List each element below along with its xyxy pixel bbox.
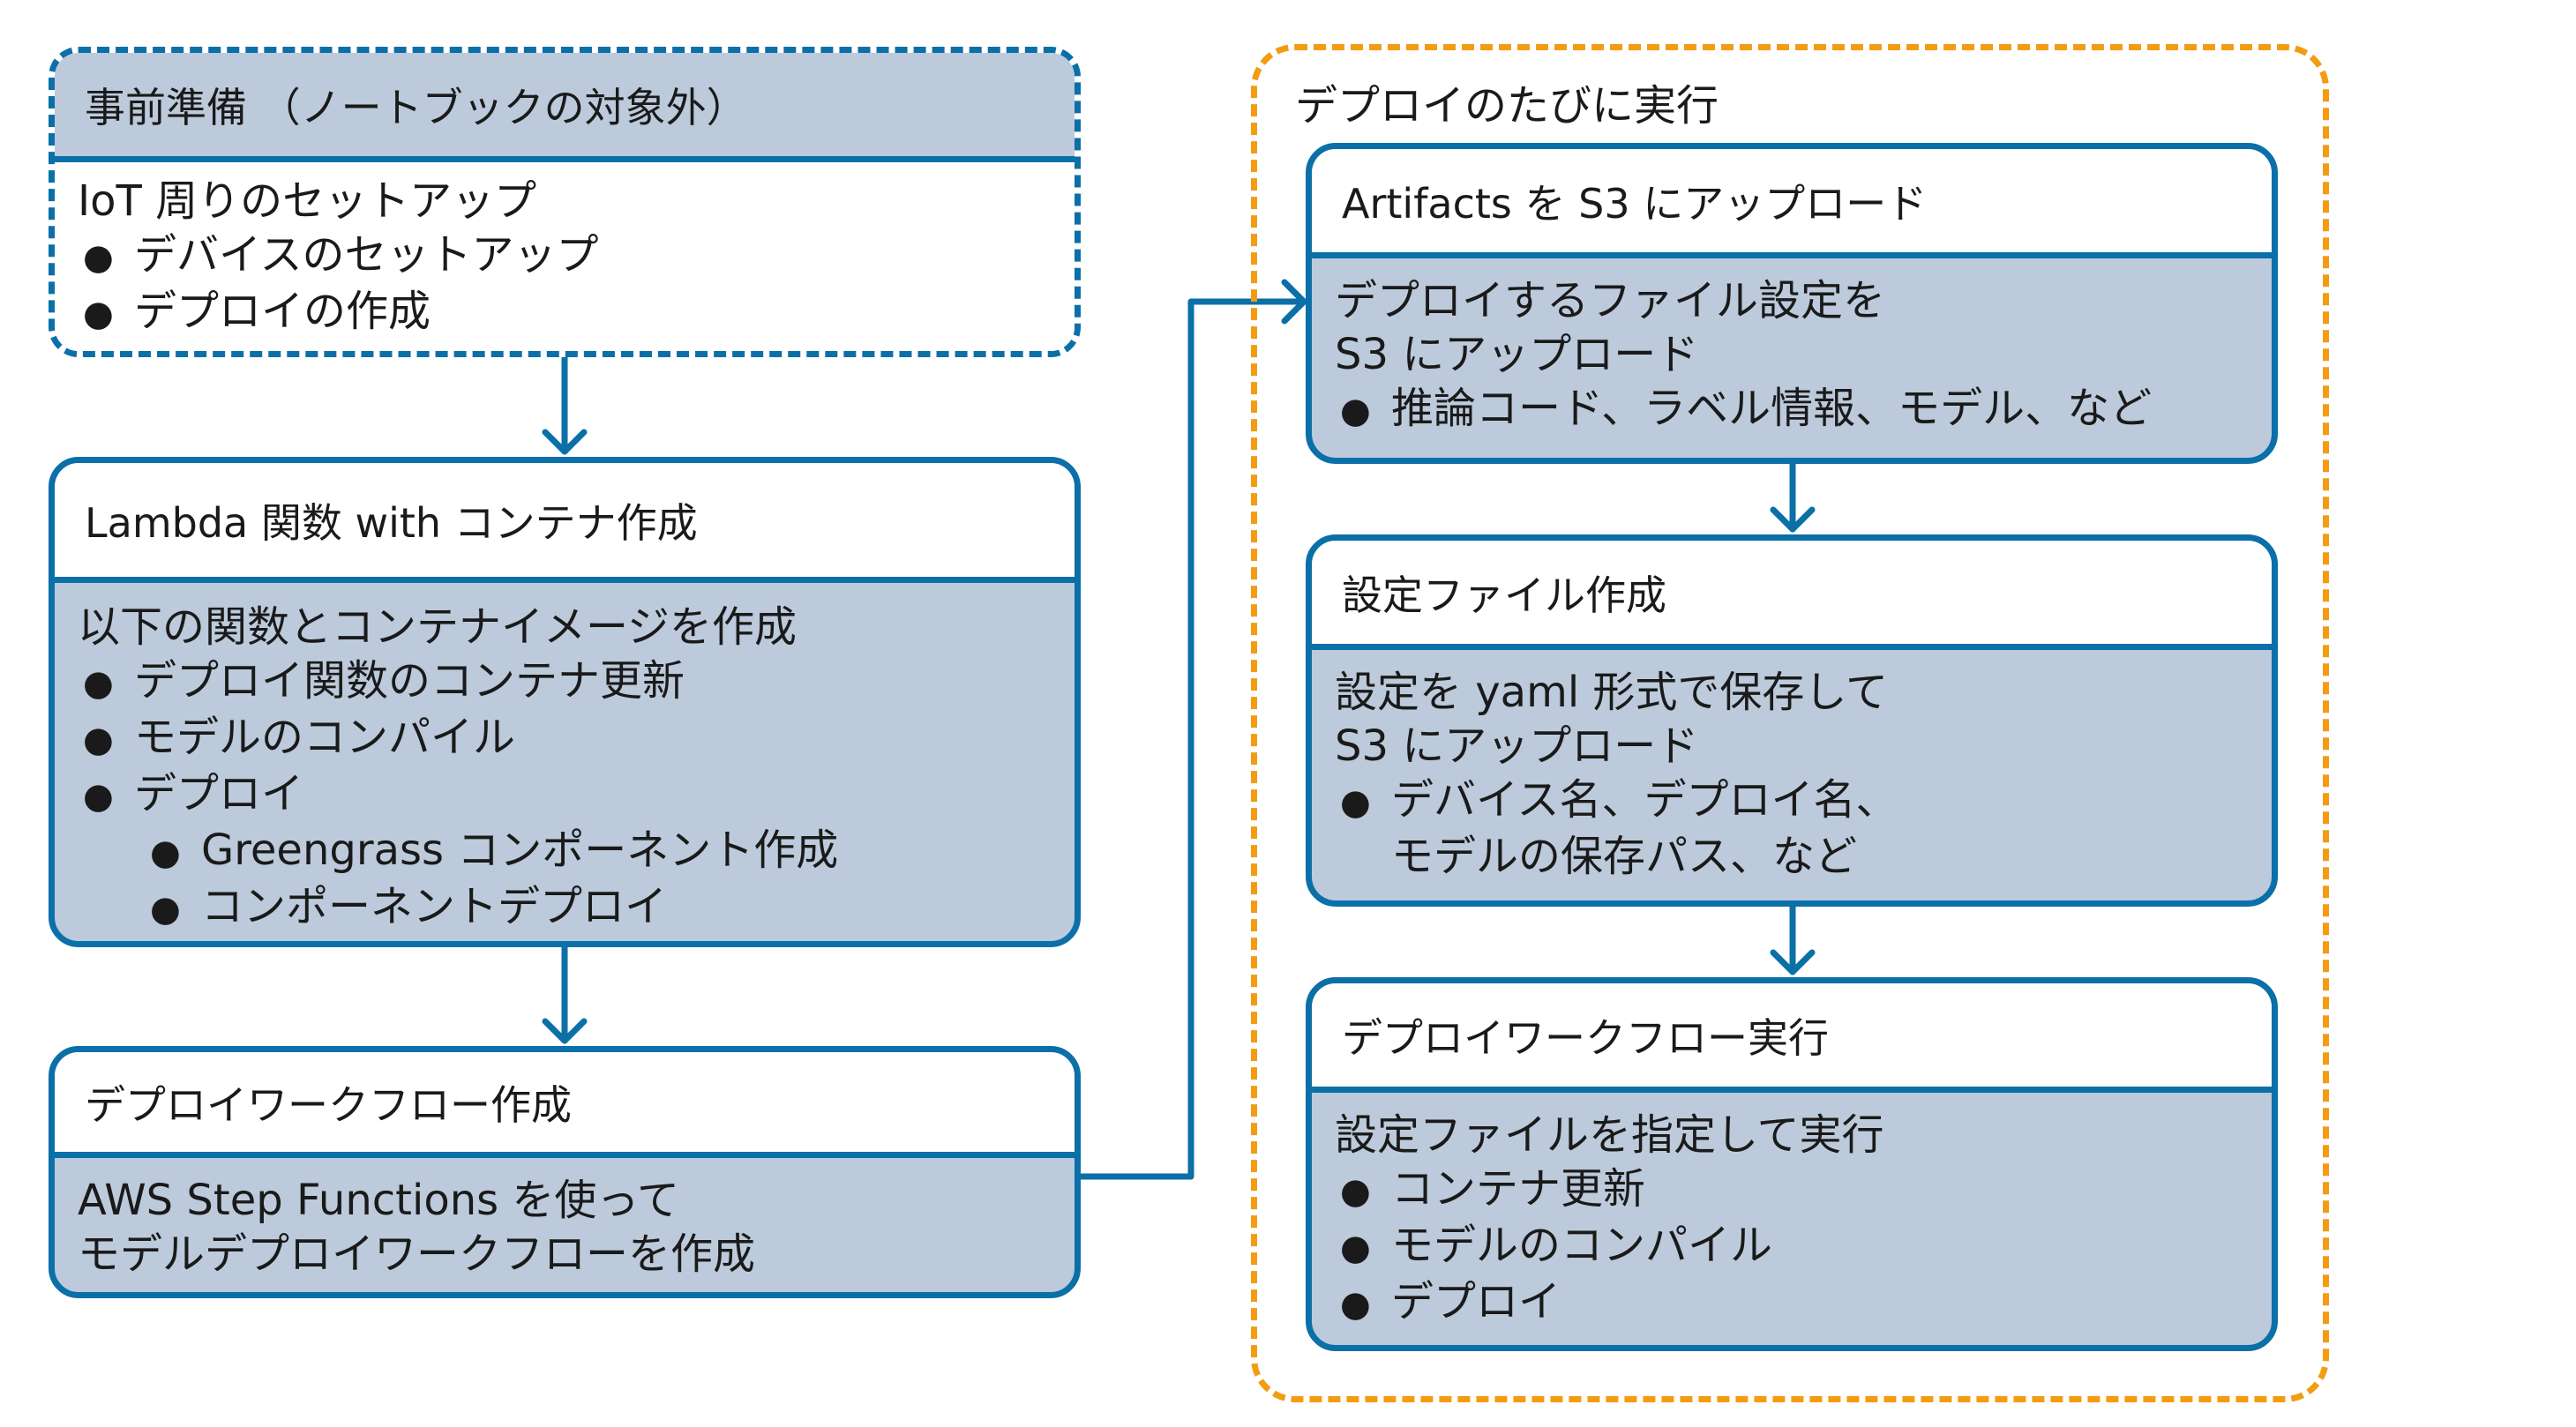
config-bullet-continuation: モデルの保存パス、など <box>1391 832 1858 881</box>
workflow-create-line-2: モデルデプロイワークフローを作成 <box>78 1229 756 1279</box>
run-lead: 設定ファイルを指定して実行 <box>1335 1110 1884 1160</box>
run-title: デプロイワークフロー実行 <box>1312 983 2272 1093</box>
prep-body: IoT 周りのセットアップ デバイスのセットアップ デプロイの作成 <box>55 162 1075 351</box>
config-title-text: 設定ファイル作成 <box>1342 571 1666 619</box>
lambda-title: Lambda 関数 with コンテナ作成 <box>55 463 1075 583</box>
lambda-bullet-2: モデルのコンパイル <box>78 711 1052 767</box>
upload-title-text: Artifacts を S3 にアップロード <box>1342 179 1928 228</box>
lambda-sub-bullet-1: Greengrass コンポーネント作成 <box>78 824 1052 880</box>
config-title: 設定ファイル作成 <box>1312 541 2272 650</box>
lambda-title-text: Lambda 関数 with コンテナ作成 <box>85 498 698 547</box>
workflow-create-title-text: デプロイワークフロー作成 <box>85 1080 572 1129</box>
run-title-text: デプロイワークフロー実行 <box>1342 1013 1829 1062</box>
workflow-create-box: デプロイワークフロー作成 AWS Step Functions を使って モデル… <box>49 1046 1081 1298</box>
config-bullet-1: デバイス名、デプロイ名、 <box>1335 773 2249 830</box>
run-box: デプロイワークフロー実行 設定ファイルを指定して実行 コンテナ更新 モデルのコン… <box>1306 977 2278 1351</box>
run-bullet-3: デプロイ <box>1335 1275 2249 1332</box>
config-body: 設定を yaml 形式で保存して S3 にアップロード デバイス名、デプロイ名、… <box>1312 650 2272 900</box>
upload-line-2: S3 にアップロード <box>1335 330 1699 379</box>
prep-title-text: 事前準備 （ノートブックの対象外） <box>85 83 747 131</box>
lambda-box: Lambda 関数 with コンテナ作成 以下の関数とコンテナイメージを作成 … <box>49 457 1081 947</box>
prep-box: 事前準備 （ノートブックの対象外） IoT 周りのセットアップ デバイスのセット… <box>49 47 1081 357</box>
workflow-create-line-1: AWS Step Functions を使って <box>78 1176 679 1225</box>
per-deploy-group <box>1251 44 2329 1402</box>
prep-title: 事前準備 （ノートブックの対象外） <box>55 53 1075 162</box>
lambda-lead: 以下の関数とコンテナイメージを作成 <box>78 602 798 652</box>
prep-bullet-2: デプロイの作成 <box>78 285 1052 341</box>
lambda-body: 以下の関数とコンテナイメージを作成 デプロイ関数のコンテナ更新 モデルのコンパイ… <box>55 583 1075 941</box>
config-line-1: 設定を yaml 形式で保存して <box>1335 668 1888 717</box>
config-line-2: S3 にアップロード <box>1335 721 1699 771</box>
lambda-sub-bullet-2: コンポーネントデプロイ <box>78 880 1052 937</box>
lambda-bullet-3: デプロイ <box>78 767 1052 824</box>
upload-line-1: デプロイするファイル設定を <box>1335 276 1886 325</box>
workflow-create-title: デプロイワークフロー作成 <box>55 1052 1075 1158</box>
upload-body: デプロイするファイル設定を S3 にアップロード 推論コード、ラベル情報、モデル… <box>1312 258 2272 458</box>
workflow-create-body: AWS Step Functions を使って モデルデプロイワークフローを作成 <box>55 1158 1075 1292</box>
run-body: 設定ファイルを指定して実行 コンテナ更新 モデルのコンパイル デプロイ <box>1312 1093 2272 1345</box>
upload-box: Artifacts を S3 にアップロード デプロイするファイル設定を S3 … <box>1306 143 2278 464</box>
per-deploy-group-title: デプロイのたびに実行 <box>1295 81 1719 131</box>
prep-bullet-1: デバイスのセットアップ <box>78 228 1052 285</box>
prep-lead: IoT 周りのセットアップ <box>78 176 537 226</box>
run-bullet-1: コンテナ更新 <box>1335 1162 2249 1219</box>
upload-title: Artifacts を S3 にアップロード <box>1312 149 2272 258</box>
lambda-bullet-1: デプロイ関数のコンテナ更新 <box>78 654 1052 711</box>
upload-bullet-1: 推論コード、ラベル情報、モデル、など <box>1335 382 2249 438</box>
config-box: 設定ファイル作成 設定を yaml 形式で保存して S3 にアップロード デバイ… <box>1306 534 2278 907</box>
run-bullet-2: モデルのコンパイル <box>1335 1219 2249 1275</box>
